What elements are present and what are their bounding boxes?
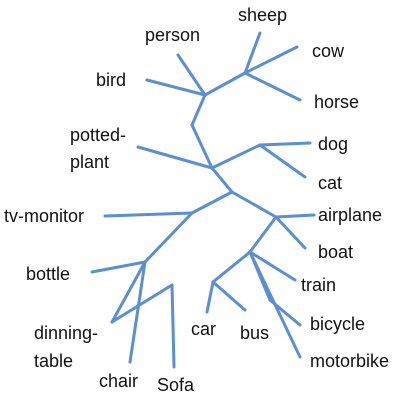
- edge-potted-plant: [136, 145, 214, 170]
- edge-cow: [243, 45, 299, 75]
- edge-dining-branch: [110, 260, 147, 324]
- edge-center-up: [210, 166, 234, 194]
- label-cat: cat: [318, 173, 343, 193]
- label-airplane: airplane: [318, 205, 383, 225]
- edge-dog: [258, 141, 312, 147]
- edge-bird: [145, 78, 207, 97]
- label-tv-monitor: tv-monitor: [4, 206, 85, 226]
- label-chair: chair: [99, 371, 139, 391]
- label-boat: boat: [318, 242, 354, 262]
- edge-pets: [210, 143, 262, 170]
- edge-sofa-stem: [110, 283, 174, 324]
- edge-horse: [243, 71, 302, 102]
- edge-animal-trunk: [190, 93, 207, 127]
- edge-motorbike: [248, 250, 302, 359]
- label-sofa: Sofa: [157, 375, 195, 395]
- label-bus: bus: [240, 323, 270, 343]
- edge-tv-monitor: [103, 211, 194, 218]
- edge-bottle: [90, 260, 147, 274]
- label-potted-plant-line2: plant: [70, 152, 110, 172]
- edge-road-vehicles: [248, 215, 278, 254]
- label-motorbike: motorbike: [310, 351, 390, 371]
- edge-farm-animals: [203, 71, 247, 97]
- edge-cat: [258, 143, 307, 179]
- label-cow: cow: [312, 41, 345, 61]
- label-dinning-table-line2: table: [34, 351, 74, 371]
- label-potted-plant-line1: potted-: [70, 125, 127, 145]
- edge-car: [205, 280, 215, 314]
- edge-bus: [211, 280, 247, 312]
- label-bottle: bottle: [26, 264, 71, 284]
- label-train: train: [301, 275, 337, 295]
- edge-chair: [128, 260, 147, 364]
- label-sheep: sheep: [238, 5, 288, 25]
- edge-furniture-trunk: [143, 211, 194, 264]
- edge-animal-root: [190, 123, 214, 170]
- edge-sheep: [243, 31, 262, 75]
- edge-sofa: [170, 283, 176, 369]
- label-bird: bird: [96, 70, 127, 90]
- edge-boat: [274, 215, 307, 250]
- label-person: person: [145, 25, 201, 45]
- edge-airplane: [274, 213, 316, 219]
- label-horse: horse: [314, 92, 360, 112]
- edge-person: [176, 53, 207, 97]
- label-bicycle: bicycle: [310, 314, 366, 334]
- label-car: car: [191, 319, 217, 339]
- edge-train: [248, 250, 297, 282]
- label-dinning-table-line1: dinning-: [34, 323, 99, 343]
- label-dog: dog: [318, 134, 349, 154]
- edge-furniture-root: [190, 190, 234, 215]
- edge-vehicle-root: [230, 190, 278, 219]
- edge-cars-branch: [211, 250, 252, 284]
